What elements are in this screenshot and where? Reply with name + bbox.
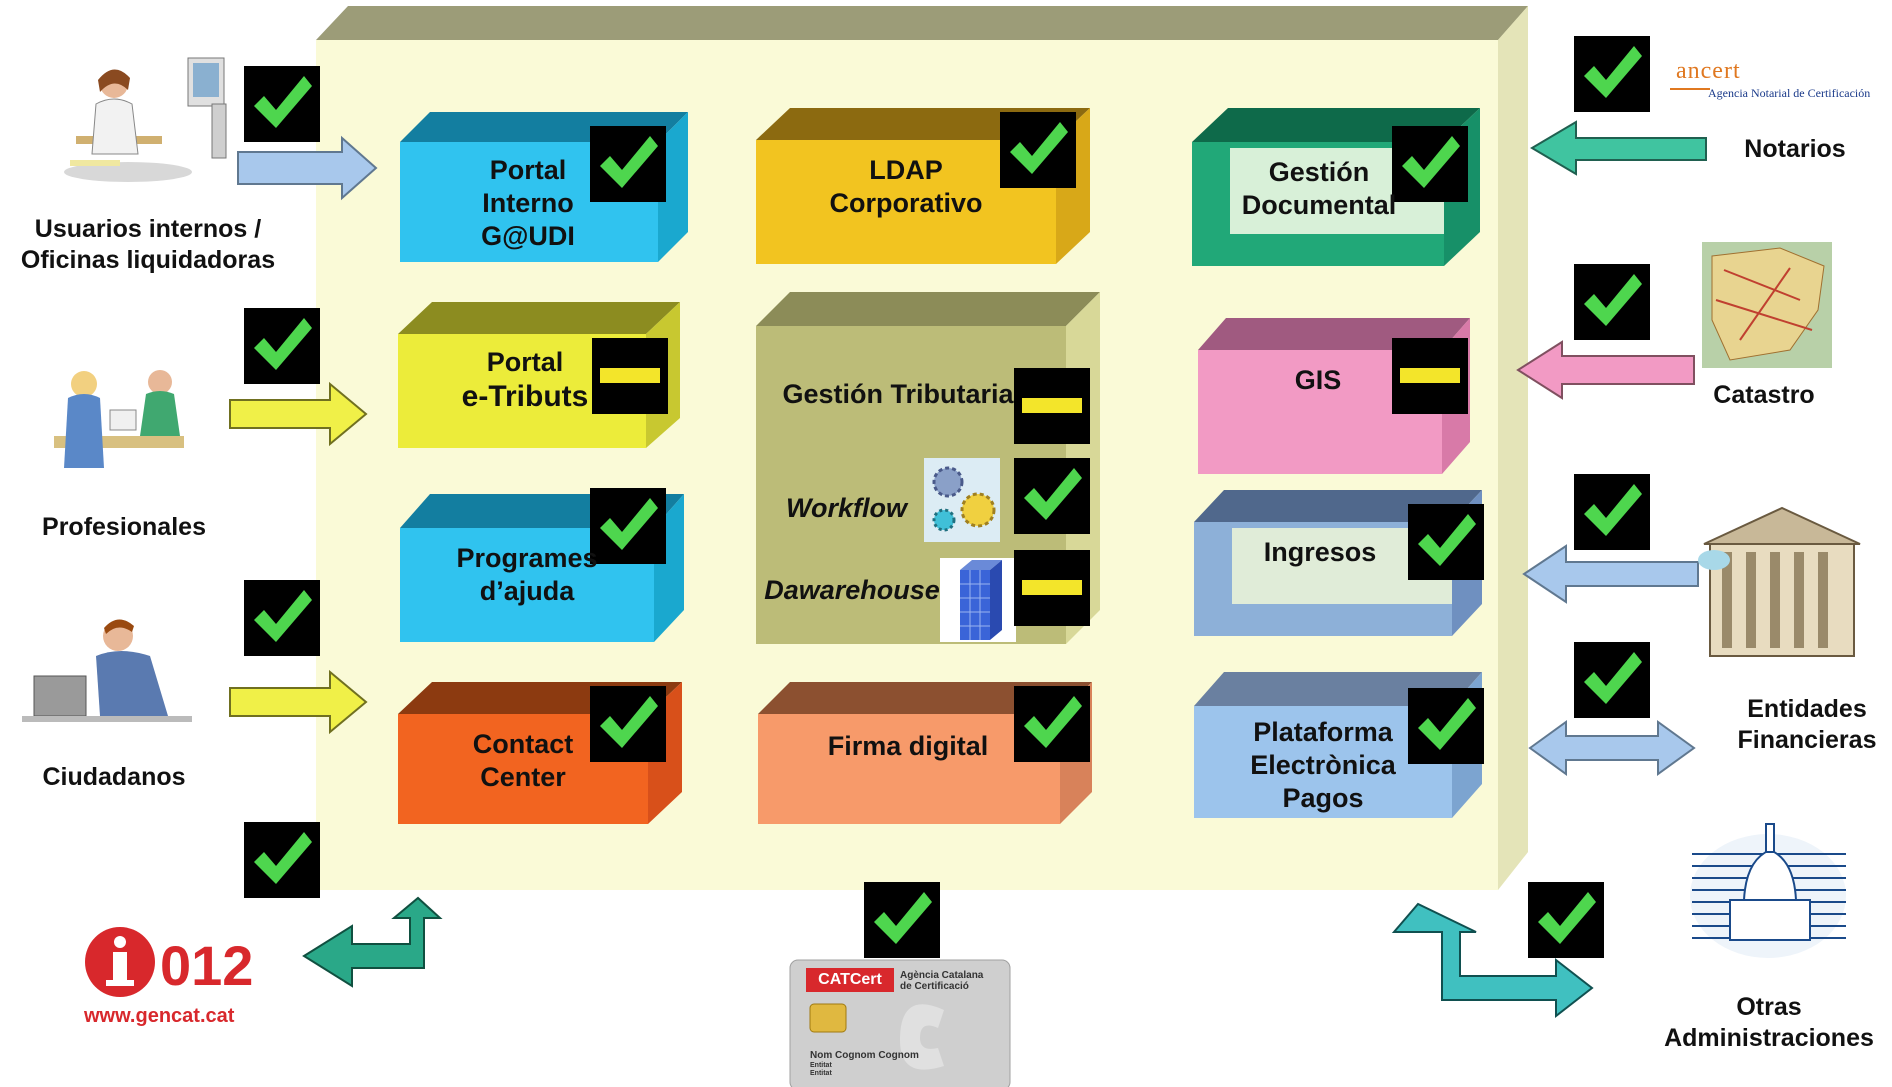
label-otras: Otras Administraciones — [1664, 993, 1874, 1052]
label-gis: GIS — [1294, 365, 1342, 395]
arrow-usuarios — [237, 135, 378, 201]
logo-012-number: 012 — [160, 934, 254, 997]
check-entidades — [1574, 474, 1650, 550]
box-portal-interno[interactable] — [400, 112, 688, 262]
arrow-entidades — [1522, 544, 1699, 604]
usuarios-illustration — [64, 57, 227, 182]
check-notarios — [1574, 36, 1650, 112]
dash-dawarehouse — [1014, 550, 1090, 626]
arrow-otras — [1391, 902, 1594, 1019]
check-catcert — [864, 882, 940, 958]
profesionales-illustration — [54, 370, 184, 468]
check-ldap — [1000, 112, 1076, 188]
label-plataforma: Plataforma Electrònica Pagos — [1250, 717, 1396, 813]
entidades-building — [1698, 506, 1861, 657]
label-programes: Programes d’ajuda — [456, 543, 598, 606]
catcert-brand: CATCert — [806, 968, 894, 992]
arrow-012 — [302, 896, 443, 988]
label-portal-interno: Portal Interno G@UDI — [481, 155, 575, 251]
arrow-entidades-bidir — [1528, 720, 1696, 776]
check-entidades-bidir — [1574, 642, 1650, 718]
check-012 — [244, 822, 320, 898]
ancert-sub: Agencia Notarial de Certificación — [1708, 86, 1871, 100]
label-entidades: Entidades Financieras — [1737, 695, 1877, 754]
label-dawarehouse: Dawarehouse — [764, 575, 940, 605]
catastro-map — [1702, 242, 1832, 368]
check-contact-center — [590, 686, 666, 762]
label-usuarios: Usuarios internos / Oficinas liquidadora… — [20, 215, 276, 274]
arrow-ciudadanos — [229, 669, 368, 735]
label-gestion-tributaria: Gestión Tributaria — [782, 379, 1014, 409]
check-ingresos — [1408, 504, 1484, 580]
check-usuarios — [244, 66, 320, 142]
label-workflow: Workflow — [786, 493, 907, 523]
label-catastro: Catastro — [1713, 381, 1815, 409]
check-catastro — [1574, 264, 1650, 340]
ancert-name: ancert — [1676, 58, 1741, 84]
dash-gestion-tributaria — [1014, 368, 1090, 444]
check-firma-digital — [1014, 686, 1090, 762]
label-portal-etributs: Portal e-Tributs — [461, 347, 589, 413]
ciudadanos-illustration — [22, 619, 192, 722]
label-notarios: Notarios — [1744, 135, 1846, 163]
check-profesionales — [244, 308, 320, 384]
dash-portal-etributs — [592, 338, 668, 414]
label-ldap: LDAP Corporativo — [829, 155, 983, 218]
label-profesionales: Profesionales — [42, 513, 206, 541]
label-contact-center: Contact Center — [472, 729, 574, 792]
otras-capitol — [1690, 823, 1846, 958]
label-gestion-documental: Gestión Documental — [1241, 157, 1397, 220]
check-ciudadanos — [244, 580, 320, 656]
label-ciudadanos: Ciudadanos — [42, 763, 186, 791]
arrow-catastro — [1516, 340, 1695, 400]
logo-012-web: www.gencat.cat — [84, 1005, 235, 1027]
check-gestion-documental — [1392, 126, 1468, 202]
check-otras — [1528, 882, 1604, 958]
dash-gis — [1392, 338, 1468, 414]
arrow-profesionales — [229, 381, 368, 447]
label-firma-digital: Firma digital — [827, 731, 989, 761]
logo-012 — [85, 927, 155, 997]
catcert-holder: Nom Cognom Cognom Entitat Entitat — [810, 1050, 919, 1077]
gears-icon — [924, 458, 1000, 542]
catcert-agency: Agència Catalana de Certificació — [900, 970, 984, 992]
arrow-notarios — [1530, 120, 1707, 176]
check-plataforma — [1408, 688, 1484, 764]
label-ingresos: Ingresos — [1263, 537, 1377, 567]
check-workflow — [1014, 458, 1090, 534]
ancert-logo: ancert Agencia Notarial de Certificación — [1670, 58, 1882, 106]
datacube-icon — [940, 558, 1016, 642]
